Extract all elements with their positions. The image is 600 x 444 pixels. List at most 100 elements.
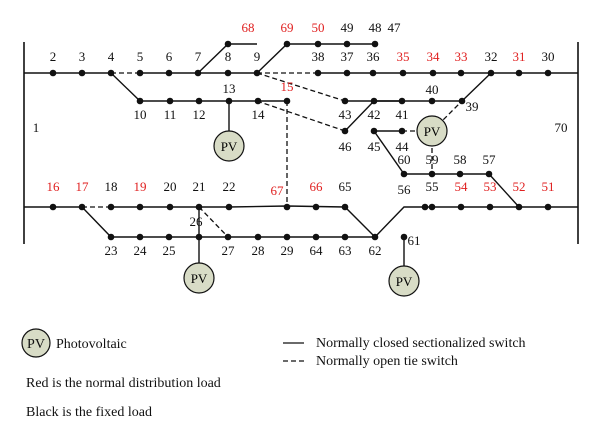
bus-label-58: 58 (454, 152, 467, 167)
bus-node-23 (107, 233, 115, 241)
closed-switch-line-4 (110, 72, 287, 102)
bus-node-33 (457, 69, 465, 77)
bus-label-60: 60 (398, 152, 411, 167)
pv-label: PV (424, 124, 441, 139)
bus-label-24: 24 (134, 243, 148, 258)
bus-label-2: 2 (50, 49, 57, 64)
bus-label-56: 56 (398, 182, 412, 197)
bus-label-17: 17 (76, 179, 90, 194)
bus-label-12: 12 (193, 107, 206, 122)
bus-label-52: 52 (513, 179, 526, 194)
closed-switch-line-17 (228, 206, 425, 238)
bus-node-65 (341, 203, 349, 211)
bus-node-55 (428, 203, 436, 211)
bus-label-67: 67 (271, 183, 285, 198)
bus-node-22 (225, 203, 233, 211)
bus-label-49: 49 (341, 20, 354, 35)
bus-label-37: 37 (341, 49, 355, 64)
pv-label: PV (396, 274, 413, 289)
bus-label-26: 26 (190, 214, 204, 229)
bus-node-60 (400, 170, 408, 178)
pv-label: PV (191, 271, 208, 286)
bus-label-35: 35 (397, 49, 410, 64)
bus-label-64: 64 (310, 243, 324, 258)
bus-label-18: 18 (105, 179, 118, 194)
pv-icon (213, 130, 245, 162)
legend-red-note: Red is the normal distribution load (26, 376, 221, 391)
open-tie-line-6 (198, 206, 229, 238)
bus-label-15: 15 (281, 79, 294, 94)
pv-icon (183, 262, 215, 294)
bus-node-44 (398, 127, 406, 135)
closed-switch-line-7 (461, 72, 492, 102)
bus-label-5: 5 (137, 49, 144, 64)
open-tie-line-2 (256, 72, 346, 102)
bus-node-54 (457, 203, 465, 211)
bus-label-25: 25 (163, 243, 176, 258)
legend-closed-text: Normally closed sectionalized switch (316, 336, 526, 351)
bus-node-18 (107, 203, 115, 211)
legend: PV Photovoltaic Normally closed sectiona… (21, 328, 526, 420)
bus-node-36 (369, 69, 377, 77)
bus-label-21: 21 (193, 179, 206, 194)
bus-node-69 (283, 40, 291, 48)
bus-label-38: 38 (312, 49, 325, 64)
bus-node-9 (253, 69, 261, 77)
bus-label-23: 23 (105, 243, 118, 258)
closed-switch-line-11 (373, 130, 520, 208)
bus-label-10: 10 (134, 107, 147, 122)
bus-node-61 (400, 233, 408, 241)
bus-label-11: 11 (164, 107, 177, 122)
bus-label-14: 14 (252, 107, 266, 122)
bus-label-13: 13 (223, 81, 236, 96)
bus-node-48 (371, 40, 379, 48)
bus-label-57: 57 (483, 152, 497, 167)
pv-unit-1: PV (213, 130, 245, 162)
bus-label-20: 20 (164, 179, 177, 194)
open-tie-line-4 (256, 100, 346, 132)
bus-label-45: 45 (368, 139, 381, 154)
bus-label-28: 28 (252, 243, 265, 258)
bus-node-26 (195, 233, 203, 241)
bus-label-3: 3 (79, 49, 86, 64)
bus-label-68: 68 (242, 20, 255, 35)
pv-icon (416, 115, 448, 147)
legend-pv-text: Photovoltaic (56, 337, 127, 352)
bus-node-58 (456, 170, 464, 178)
bus-label-27: 27 (222, 243, 236, 258)
bus-node-7 (194, 69, 202, 77)
legend-pv-icon-label: PV (27, 337, 45, 352)
bus-node-21 (195, 203, 203, 211)
closed-switch-line-16 (81, 206, 228, 238)
bus-node-5 (136, 69, 144, 77)
bus-node-24 (136, 233, 144, 241)
bus-label-32: 32 (485, 49, 498, 64)
bus-label-33: 33 (455, 49, 468, 64)
bus-node-67 (283, 203, 291, 211)
bus-node-35 (399, 69, 407, 77)
bus-node-6 (165, 69, 173, 77)
bus-node-46 (341, 127, 349, 135)
legend-pv-icon (21, 328, 51, 358)
bus-label-47: 47 (388, 20, 402, 35)
bus-label-6: 6 (166, 49, 173, 64)
bus-node-28 (254, 233, 262, 241)
bus-label-53: 53 (484, 179, 497, 194)
bus-node-68 (224, 40, 232, 48)
bus-label-48: 48 (369, 20, 382, 35)
pv-unit-4: PV (388, 265, 420, 297)
closed-switch-line-20 (344, 100, 375, 132)
bus-label-16: 16 (47, 179, 61, 194)
bus-node-53 (486, 203, 494, 211)
bus-node-64 (312, 233, 320, 241)
bus-node-34 (429, 69, 437, 77)
bus-node-38 (314, 69, 322, 77)
bus-label-30: 30 (542, 49, 555, 64)
bus-label-31: 31 (513, 49, 526, 64)
bus-node-13 (225, 97, 233, 105)
bus-label-69: 69 (281, 20, 294, 35)
bus-node-15 (283, 97, 291, 105)
bus-node-4 (107, 69, 115, 77)
bus-label-70: 70 (555, 120, 568, 135)
